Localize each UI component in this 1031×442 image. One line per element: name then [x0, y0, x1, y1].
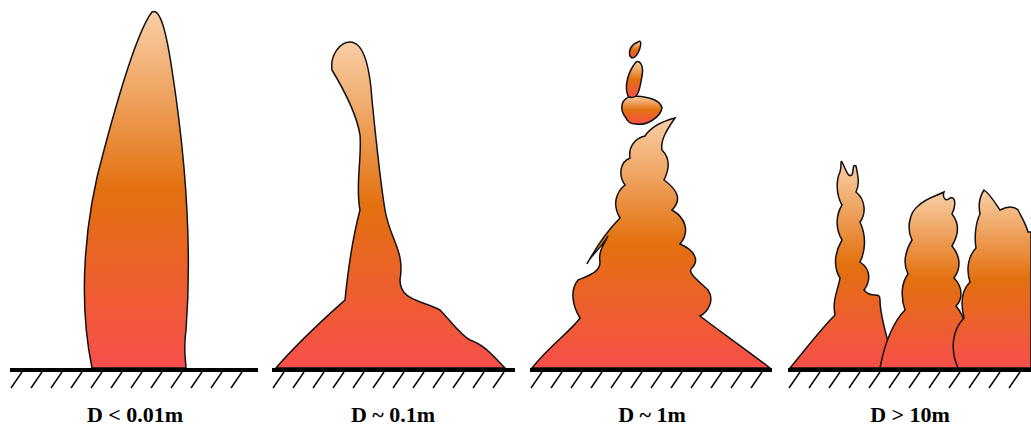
- hatch-stroke: [413, 372, 424, 388]
- hatch-stroke: [1009, 372, 1020, 388]
- large-fire-flame: [790, 162, 895, 368]
- hatch-stroke: [631, 372, 642, 388]
- hatch-stroke: [71, 372, 82, 388]
- diameter-label: D ~ 0.1m: [351, 402, 435, 428]
- hatch-stroke: [869, 372, 880, 388]
- hatch-stroke: [789, 372, 800, 388]
- hatch-stroke: [393, 372, 404, 388]
- hatch-stroke: [231, 372, 242, 388]
- laminar-flame: [84, 12, 188, 368]
- diameter-label: D < 0.01m: [87, 402, 183, 428]
- flame-fragment: [626, 62, 642, 98]
- hatch-stroke: [571, 372, 582, 388]
- hatch-stroke: [711, 372, 722, 388]
- diameter-label: D > 10m: [870, 402, 950, 428]
- hatch-stroke: [31, 372, 42, 388]
- hatch-stroke: [751, 372, 762, 388]
- ground-line: [788, 368, 1031, 372]
- hatch-stroke: [989, 372, 1000, 388]
- hatch-stroke: [829, 372, 840, 388]
- hatch-stroke: [171, 372, 182, 388]
- hatch-stroke: [131, 372, 142, 388]
- hatch-stroke: [211, 372, 222, 388]
- hatch-stroke: [889, 372, 900, 388]
- flame-fragment: [629, 41, 640, 58]
- hatch-stroke: [293, 372, 304, 388]
- diameter-label: D ~ 1m: [618, 402, 686, 428]
- hatch-stroke: [849, 372, 860, 388]
- hatch-stroke: [949, 372, 960, 388]
- ground-line: [10, 368, 258, 372]
- hatch-stroke: [493, 372, 504, 388]
- hatch-stroke: [691, 372, 702, 388]
- ground-line: [272, 368, 515, 372]
- hatch-stroke: [531, 372, 542, 388]
- hatch-stroke: [651, 372, 662, 388]
- hatch-stroke: [151, 372, 162, 388]
- hatch-stroke: [453, 372, 464, 388]
- hatch-stroke: [809, 372, 820, 388]
- hatch-stroke: [373, 372, 384, 388]
- flame-fragment: [622, 96, 662, 124]
- hatch-stroke: [111, 372, 122, 388]
- hatch-stroke: [353, 372, 364, 388]
- hatch-stroke: [611, 372, 622, 388]
- hatch-stroke: [433, 372, 444, 388]
- hatch-stroke: [731, 372, 742, 388]
- hatch-stroke: [671, 372, 682, 388]
- hatch-stroke: [273, 372, 284, 388]
- hatch-stroke: [909, 372, 920, 388]
- ground-line: [530, 368, 772, 372]
- hatch-stroke: [333, 372, 344, 388]
- turbulent-flame: [532, 118, 770, 368]
- hatch-stroke: [969, 372, 980, 388]
- transitional-flame: [276, 42, 505, 368]
- hatch-stroke: [473, 372, 484, 388]
- hatch-stroke: [91, 372, 102, 388]
- hatch-stroke: [551, 372, 562, 388]
- hatch-stroke: [591, 372, 602, 388]
- hatch-stroke: [51, 372, 62, 388]
- hatch-stroke: [313, 372, 324, 388]
- hatch-stroke: [11, 372, 22, 388]
- ground-surface: [10, 370, 1031, 388]
- hatch-stroke: [191, 372, 202, 388]
- large-fire-flame: [953, 190, 1031, 368]
- hatch-stroke: [929, 372, 940, 388]
